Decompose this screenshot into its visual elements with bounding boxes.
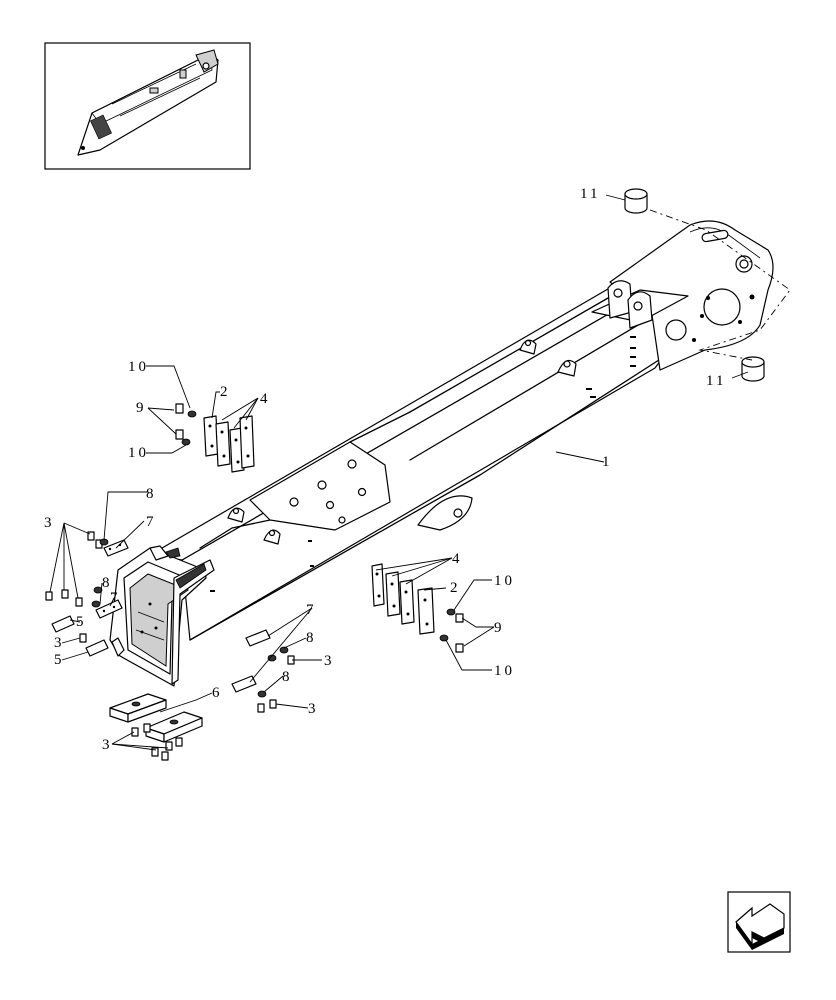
callout-1: 1	[602, 454, 613, 470]
previous-page-arrow-icon[interactable]	[727, 891, 791, 953]
thumbnail-boom-icon	[77, 49, 219, 156]
wear-pads	[109, 693, 203, 761]
callout-9-left: 9	[136, 400, 147, 416]
callout-8-mid: 8	[306, 630, 317, 646]
callout-2-upper: 2	[220, 384, 231, 400]
callout-10-upper-a: 10	[128, 359, 149, 375]
boom-head	[591, 220, 774, 371]
callout-8-right: 8	[282, 669, 293, 685]
callout-10-lower-a: 10	[494, 573, 515, 589]
callout-9-right: 9	[494, 620, 505, 636]
middle-hardware	[231, 629, 295, 713]
callout-3-right-b: 3	[308, 701, 319, 717]
washers-screws-upper	[175, 403, 197, 446]
callout-8-left-b: 8	[102, 575, 113, 591]
callout-3-pads: 3	[102, 737, 113, 753]
callout-7-left: 7	[146, 514, 157, 530]
callout-10-lower-b: 10	[494, 663, 515, 679]
callout-labels: 11 11 1 10 9 10 2 4 8 3 7 8 7 5 3 5 7 8 …	[44, 186, 726, 753]
callout-4-lower: 4	[452, 551, 463, 567]
callout-4-upper: 4	[260, 391, 271, 407]
shim-pads-upper	[203, 415, 255, 473]
callout-6: 6	[212, 685, 223, 701]
callout-3-left: 3	[44, 515, 55, 531]
pin-axis-line	[649, 209, 791, 361]
pin-right	[741, 356, 765, 382]
callout-5-a: 5	[76, 614, 87, 630]
boom-foot	[109, 545, 215, 687]
callout-7-mid: 7	[306, 602, 317, 618]
callout-3-right-a: 3	[324, 653, 335, 669]
washers-screws-lower	[439, 608, 464, 653]
callout-3-mid: 3	[54, 635, 65, 651]
boom-body	[149, 281, 691, 641]
leader-lines	[49, 194, 749, 751]
callout-8-left: 8	[146, 486, 157, 502]
callout-5-b: 5	[54, 652, 65, 668]
callout-2-lower: 2	[450, 580, 461, 596]
pin-top	[624, 188, 648, 214]
callout-7-left-b: 7	[110, 590, 121, 606]
callout-11-right: 11	[706, 373, 726, 389]
shim-pads-lower	[371, 563, 435, 635]
callout-11-top: 11	[580, 186, 600, 202]
callout-10-upper-b: 10	[128, 445, 149, 461]
overview-thumbnail	[44, 42, 251, 170]
